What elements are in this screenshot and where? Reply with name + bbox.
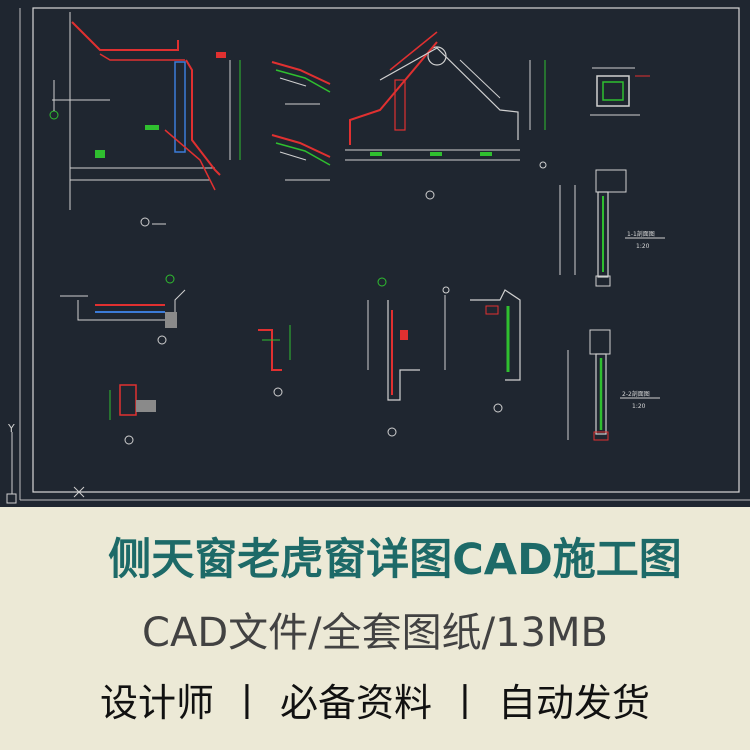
banner-title-text: 侧天窗老虎窗详图CAD施工图 (108, 535, 682, 585)
tag-separator: 丨 (446, 681, 485, 725)
detail-dormer-ridge (345, 31, 547, 200)
section-1-1: 1-1剖面图 1:20 (559, 169, 665, 287)
section-2-2: 2-2剖面图 1:20 (567, 329, 660, 441)
promo-banner: 侧天窗老虎窗详图CAD施工图 CAD文件/全套图纸/13MB 设计师 丨 必备资… (0, 507, 750, 750)
detail-top-left-elevation (49, 12, 241, 227)
detail-eave-2 (271, 134, 331, 181)
tag-designer: 设计师 (99, 681, 214, 725)
detail-box-node (590, 67, 650, 116)
banner-title: 侧天窗老虎窗详图CAD施工图 (0, 525, 750, 587)
drawing-frame (32, 7, 740, 493)
tag-essential: 必备资料 (279, 681, 432, 725)
detail-lower-eave (60, 274, 186, 345)
banner-subtitle: CAD文件/全套图纸/13MB (142, 610, 608, 656)
detail-wall-section (367, 277, 420, 437)
detail-window-section (442, 286, 521, 413)
tag-separator: 丨 (227, 681, 266, 725)
ucs-origin-icon (6, 493, 17, 504)
banner-tags: 设计师 丨 必备资料 丨 自动发货 (0, 672, 750, 727)
section-2-label: 2-2剖面图 (622, 390, 650, 398)
detail-eave-1 (271, 61, 331, 105)
cad-drawing: Y (6, 7, 750, 504)
tag-auto-delivery: 自动发货 (498, 681, 651, 725)
section-1-label: 1-1剖面图 (627, 230, 655, 238)
ucs-axis-label: Y (7, 422, 15, 435)
cad-viewport[interactable]: Y (0, 0, 750, 507)
detail-column-small (109, 384, 156, 445)
section-1-scale: 1:20 (636, 243, 650, 250)
ucs-cross-icon (73, 486, 85, 498)
section-2-scale: 1:20 (632, 403, 646, 410)
detail-center-small (258, 325, 291, 397)
